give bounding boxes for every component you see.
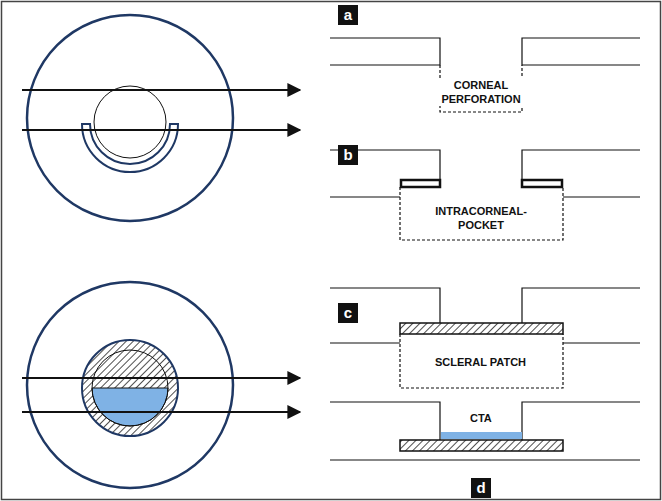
panel-letter: c (338, 303, 358, 323)
part-label: CTA (468, 411, 494, 425)
panel-letter: b (338, 145, 358, 165)
section-c (330, 288, 640, 388)
section-d (330, 402, 640, 460)
part-label: INTRACORNEAL- POCKET (431, 204, 531, 232)
section-a (330, 38, 640, 112)
part-label: SCLERAL PATCH (433, 355, 528, 369)
panel-letter: a (338, 5, 358, 25)
panel-letter: d (471, 478, 491, 498)
eye-front-view-repaired (22, 282, 300, 488)
part-label: CORNEAL PERFORATION (431, 78, 531, 106)
section-b (330, 150, 640, 240)
eye-front-view (22, 15, 300, 221)
